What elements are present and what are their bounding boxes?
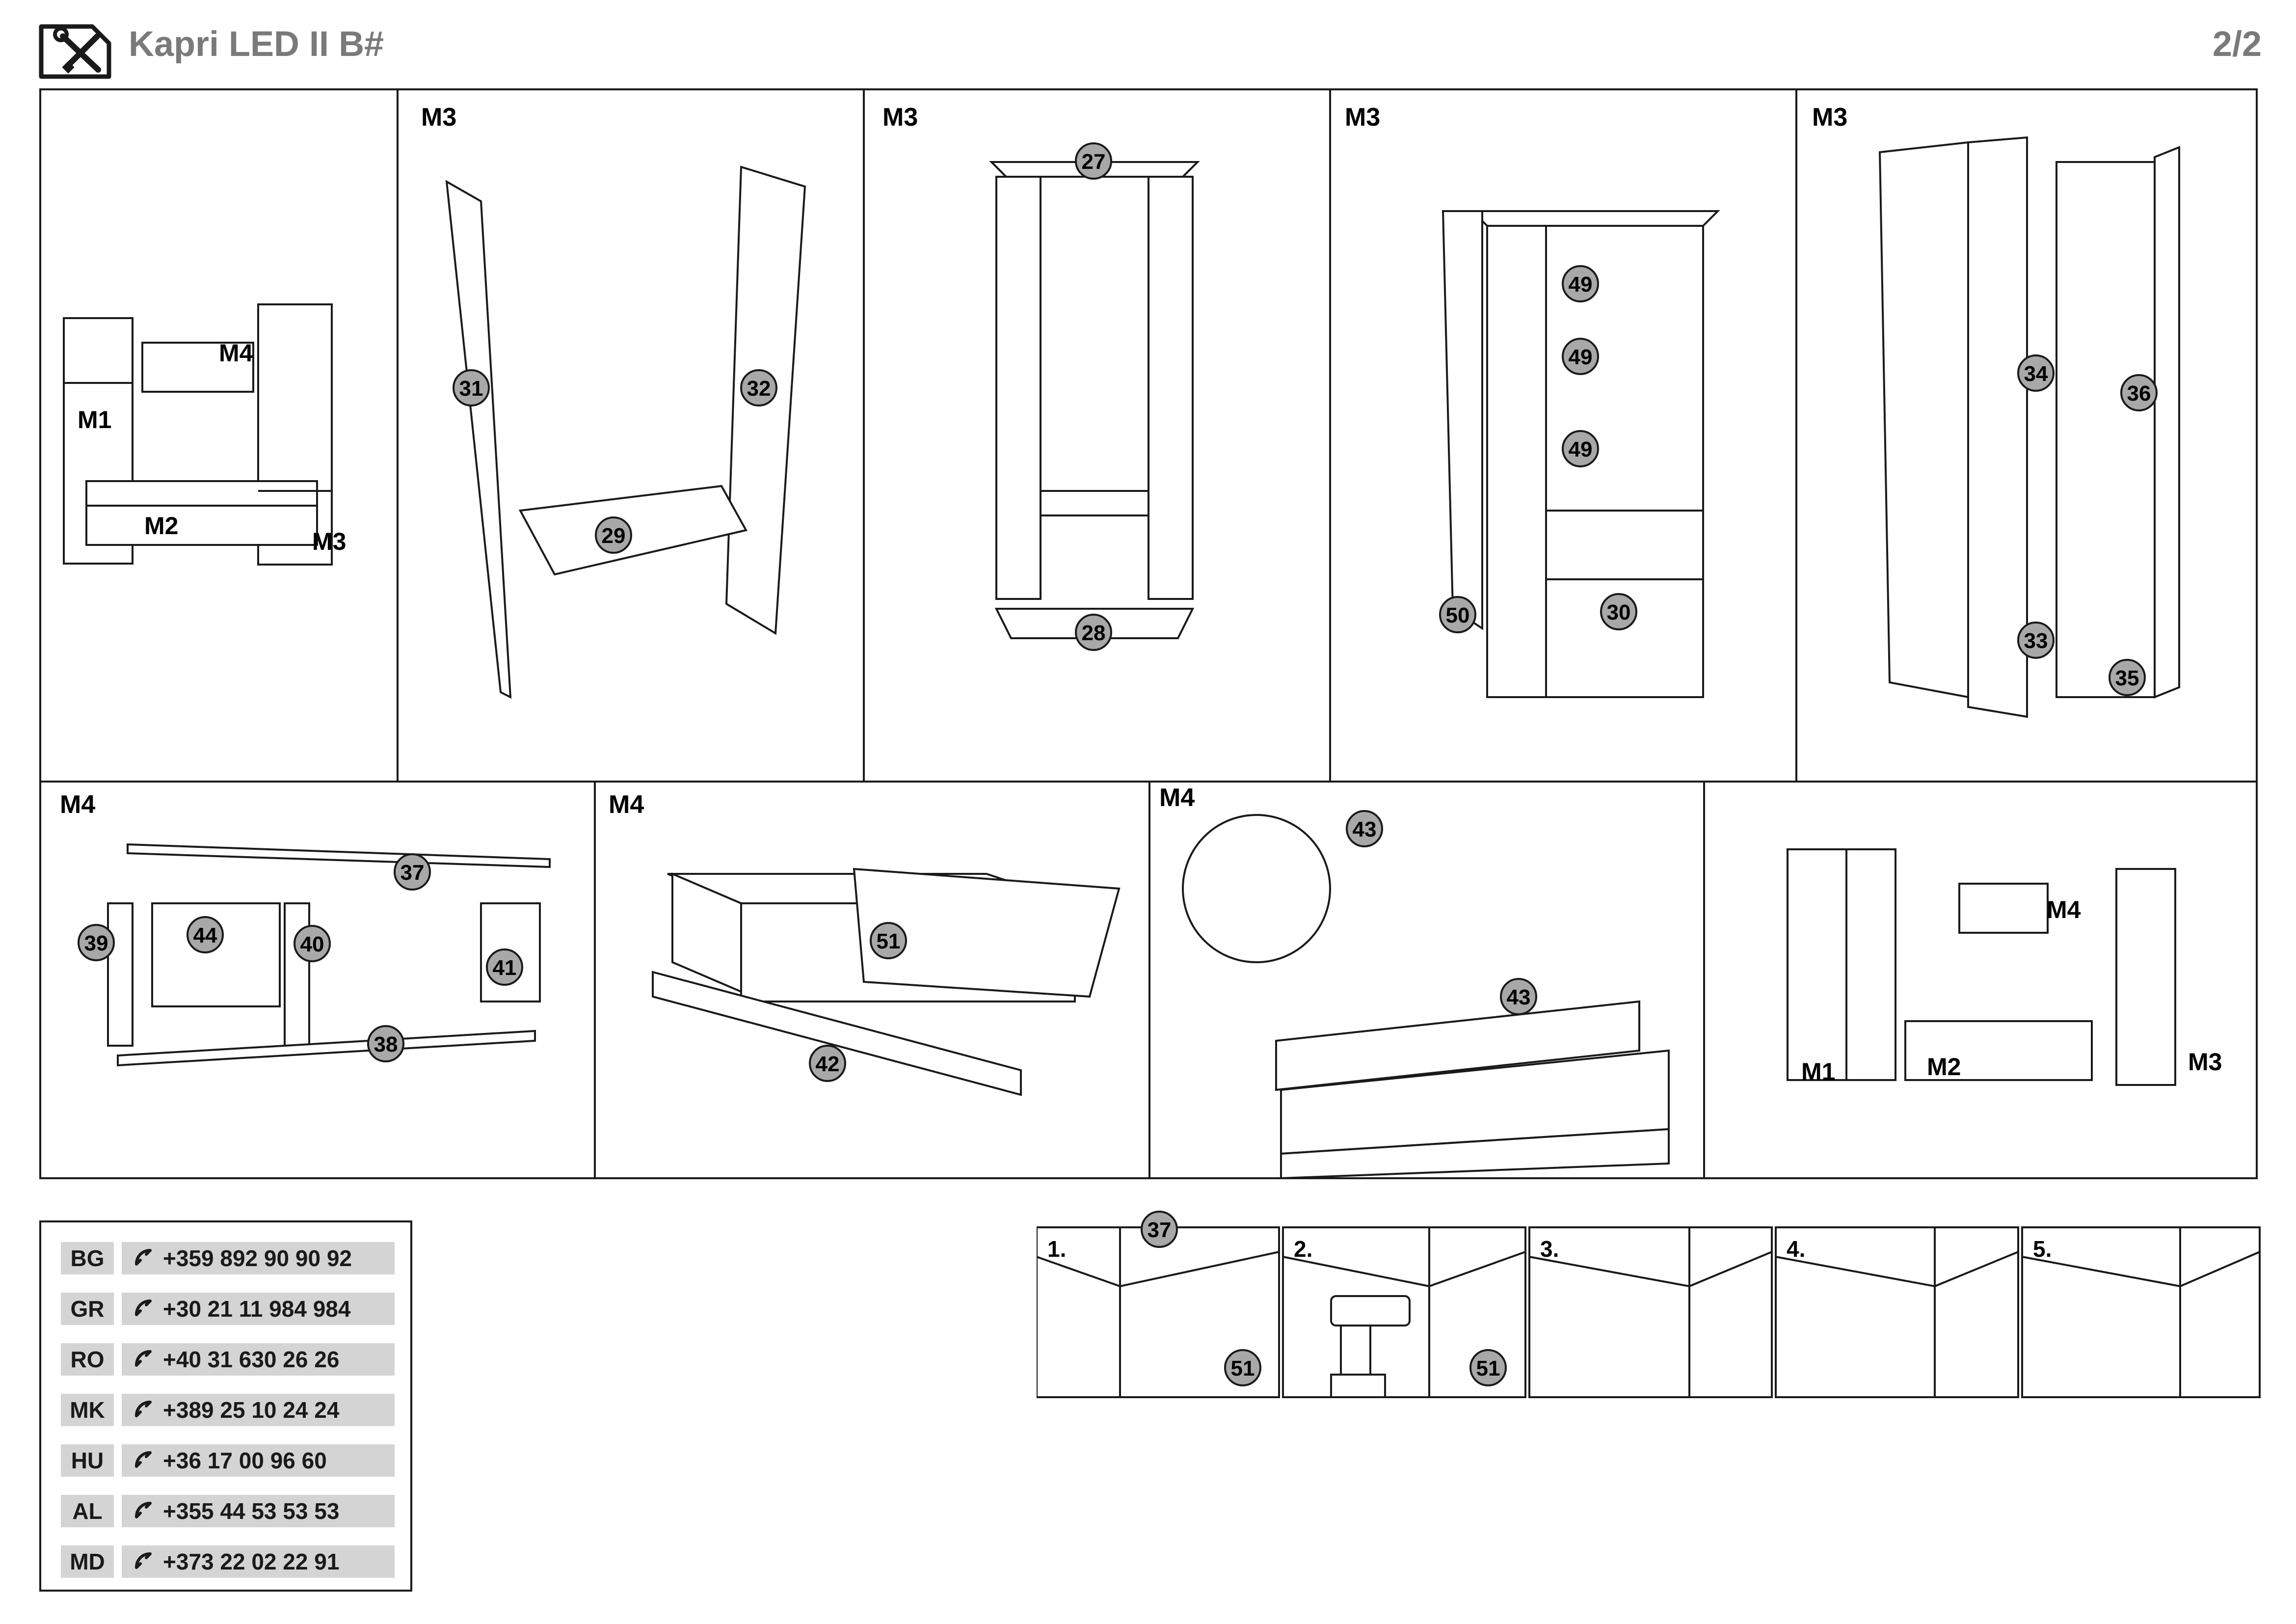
panel2-module-label: M3 [421, 103, 456, 132]
assembly-diagram-grid: M4 M1 M2 M3 M3 31 32 29 M3 27 28 M3 [39, 88, 2258, 1179]
final-label-m1: M1 [1801, 1058, 1835, 1085]
part-27: 27 [1082, 150, 1106, 174]
step-label-5: 5. [2033, 1236, 2052, 1262]
phone-icon [135, 1299, 152, 1316]
phone-icon [135, 1249, 152, 1266]
phone-number-field[interactable]: +355 44 53 53 53 [122, 1495, 395, 1527]
part-35: 35 [2115, 666, 2139, 690]
phone-number: +36 17 00 96 60 [163, 1448, 327, 1473]
panel8-module-label: M4 [1159, 784, 1195, 812]
overview-label-m3: M3 [312, 528, 346, 555]
step2-part-51: 51 [1476, 1356, 1500, 1380]
country-code: MD [61, 1545, 114, 1578]
part-34: 34 [2024, 362, 2048, 386]
country-code: MK [61, 1394, 114, 1426]
phone-number: +30 21 11 984 984 [163, 1296, 351, 1322]
phone-icon [135, 1502, 152, 1518]
panel5-module-label: M3 [1812, 103, 1847, 132]
phone-number: +373 22 02 22 91 [163, 1549, 340, 1574]
phone-number: +355 44 53 53 53 [163, 1498, 340, 1524]
part-41: 41 [493, 956, 517, 980]
phone-icon [135, 1350, 152, 1367]
country-code: RO [61, 1343, 114, 1376]
phone-icon [135, 1451, 152, 1468]
document-title: Kapri LED II B# [129, 25, 384, 64]
step-label-3: 3. [1540, 1236, 1559, 1262]
phone-number-field[interactable]: +30 21 11 984 984 [122, 1293, 395, 1325]
panel7-module-label: M4 [609, 790, 644, 819]
part-33: 33 [2024, 629, 2048, 653]
part-29: 29 [602, 524, 626, 548]
panel-m4-base [652, 867, 1121, 1096]
phone-number-field[interactable]: +40 31 630 26 26 [122, 1343, 395, 1376]
panel-m3-doors [1878, 136, 2180, 718]
final-label-m3: M3 [2188, 1048, 2222, 1076]
step-label-2: 2. [1294, 1236, 1312, 1262]
panel-m4-frame [107, 843, 551, 1067]
part-40: 40 [300, 932, 324, 956]
overview-label-m2: M2 [144, 512, 178, 540]
step1-part-51: 51 [1231, 1356, 1255, 1380]
page-number: 2/2 [2212, 25, 2262, 64]
panel-m3-frame [989, 161, 1200, 639]
panel-overview [63, 303, 333, 566]
final-label-m2: M2 [1927, 1053, 1961, 1081]
service-contacts-table: BG +359 892 90 90 92 GR +30 21 11 984 98… [39, 1220, 412, 1592]
part-50: 50 [1446, 603, 1470, 627]
part-42: 42 [816, 1052, 840, 1076]
drill-icon [1330, 1295, 1411, 1398]
part-30: 30 [1607, 600, 1631, 624]
phone-number: +40 31 630 26 26 [163, 1347, 340, 1372]
part-43-detail: 43 [1353, 817, 1377, 841]
panel-m3-shelves [1442, 210, 1720, 698]
part-51: 51 [877, 929, 901, 953]
part-37: 37 [400, 861, 425, 885]
panel-m4-flap [1182, 814, 1670, 1179]
part-49-middle: 49 [1569, 345, 1593, 369]
phone-number: +389 25 10 24 24 [163, 1397, 340, 1423]
panel6-module-label: M4 [60, 790, 95, 819]
final-label-m4: M4 [2047, 896, 2081, 923]
phone-icon [135, 1401, 152, 1417]
phone-number-field[interactable]: +373 22 02 22 91 [122, 1545, 395, 1578]
country-code: AL [61, 1495, 114, 1527]
step-label-4: 4. [1787, 1236, 1805, 1262]
overview-label-m4: M4 [219, 339, 253, 367]
phone-icon [135, 1552, 152, 1569]
part-49-top: 49 [1569, 272, 1593, 297]
part-32: 32 [747, 377, 771, 401]
phone-number-field[interactable]: +389 25 10 24 24 [122, 1394, 395, 1426]
part-28: 28 [1082, 621, 1106, 645]
panel4-module-label: M3 [1345, 103, 1380, 132]
phone-number-field[interactable]: +36 17 00 96 60 [122, 1444, 395, 1477]
panel-final-assembly [1787, 848, 2176, 1086]
country-code: HU [61, 1444, 114, 1477]
part-49-bottom: 49 [1569, 437, 1593, 461]
part-39: 39 [84, 931, 108, 955]
part-31: 31 [459, 377, 483, 401]
part-44: 44 [193, 923, 217, 947]
tools-icon [39, 24, 111, 79]
country-code: GR [61, 1293, 114, 1325]
part-36: 36 [2127, 381, 2151, 406]
overview-label-m1: M1 [78, 406, 111, 433]
phone-number: +359 892 90 90 92 [163, 1245, 352, 1271]
step-label-1: 1. [1047, 1236, 1066, 1262]
panel-m3-sides [445, 165, 806, 699]
part-43: 43 [1507, 985, 1531, 1009]
step-part-37: 37 [1148, 1218, 1172, 1242]
phone-number-field[interactable]: +359 892 90 90 92 [122, 1242, 395, 1274]
country-code: BG [61, 1242, 114, 1274]
wall-mount-steps: 1. 2. 3. 4. 5. 37 51 51 [1037, 1211, 2261, 1398]
part-38: 38 [374, 1032, 398, 1056]
panel3-module-label: M3 [882, 103, 918, 132]
